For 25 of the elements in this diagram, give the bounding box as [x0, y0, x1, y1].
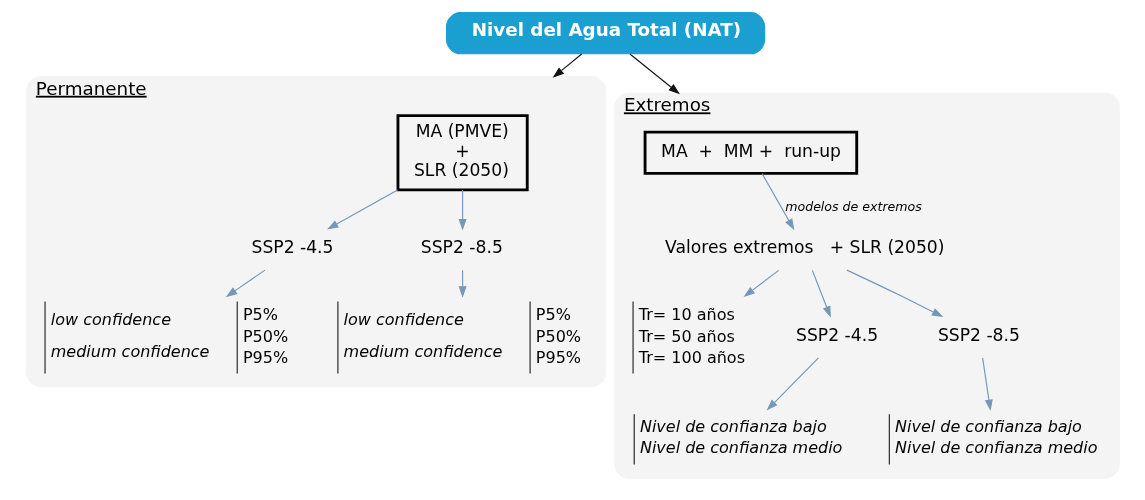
arrow [981, 357, 993, 412]
node-text: SSP2 -8.5 [937, 324, 1020, 345]
node-text: SSP2 -8.5 [420, 237, 503, 258]
node-text: SSP2 -4.5 [251, 237, 334, 258]
edge-label: modelos de extremos [784, 199, 922, 215]
arrow [760, 172, 794, 231]
arrow [628, 53, 680, 95]
node-text: SSP2 -4.5 [795, 324, 878, 345]
node-box: MA + MM + run-up [643, 130, 858, 175]
arrow [845, 269, 943, 318]
arrow [458, 189, 467, 231]
node-box: Nivel del Agua Total (NAT) [445, 12, 765, 55]
arrow [552, 53, 582, 78]
node-text: Tr= 10 años Tr= 50 años Tr= 100 años [638, 305, 745, 368]
node-box: MA (PMVE) + SLR (2050) [396, 114, 529, 192]
arrow [811, 269, 831, 318]
arrow [225, 269, 265, 298]
arrow [766, 357, 819, 411]
node-text: low confidence medium confidence P5% P50% P95% [50, 305, 288, 368]
node-text: Nivel de confianza bajo Nivel de confianza medio [894, 416, 1098, 458]
arrow [743, 269, 779, 298]
node-text: low confidence medium confidence P5% P50% P95% [343, 305, 581, 368]
node-text: Nivel de confianza bajo Nivel de confianza medio [639, 416, 842, 458]
arrow [326, 189, 398, 230]
node-text: Valores extremos + SLR (2050) [664, 237, 944, 258]
